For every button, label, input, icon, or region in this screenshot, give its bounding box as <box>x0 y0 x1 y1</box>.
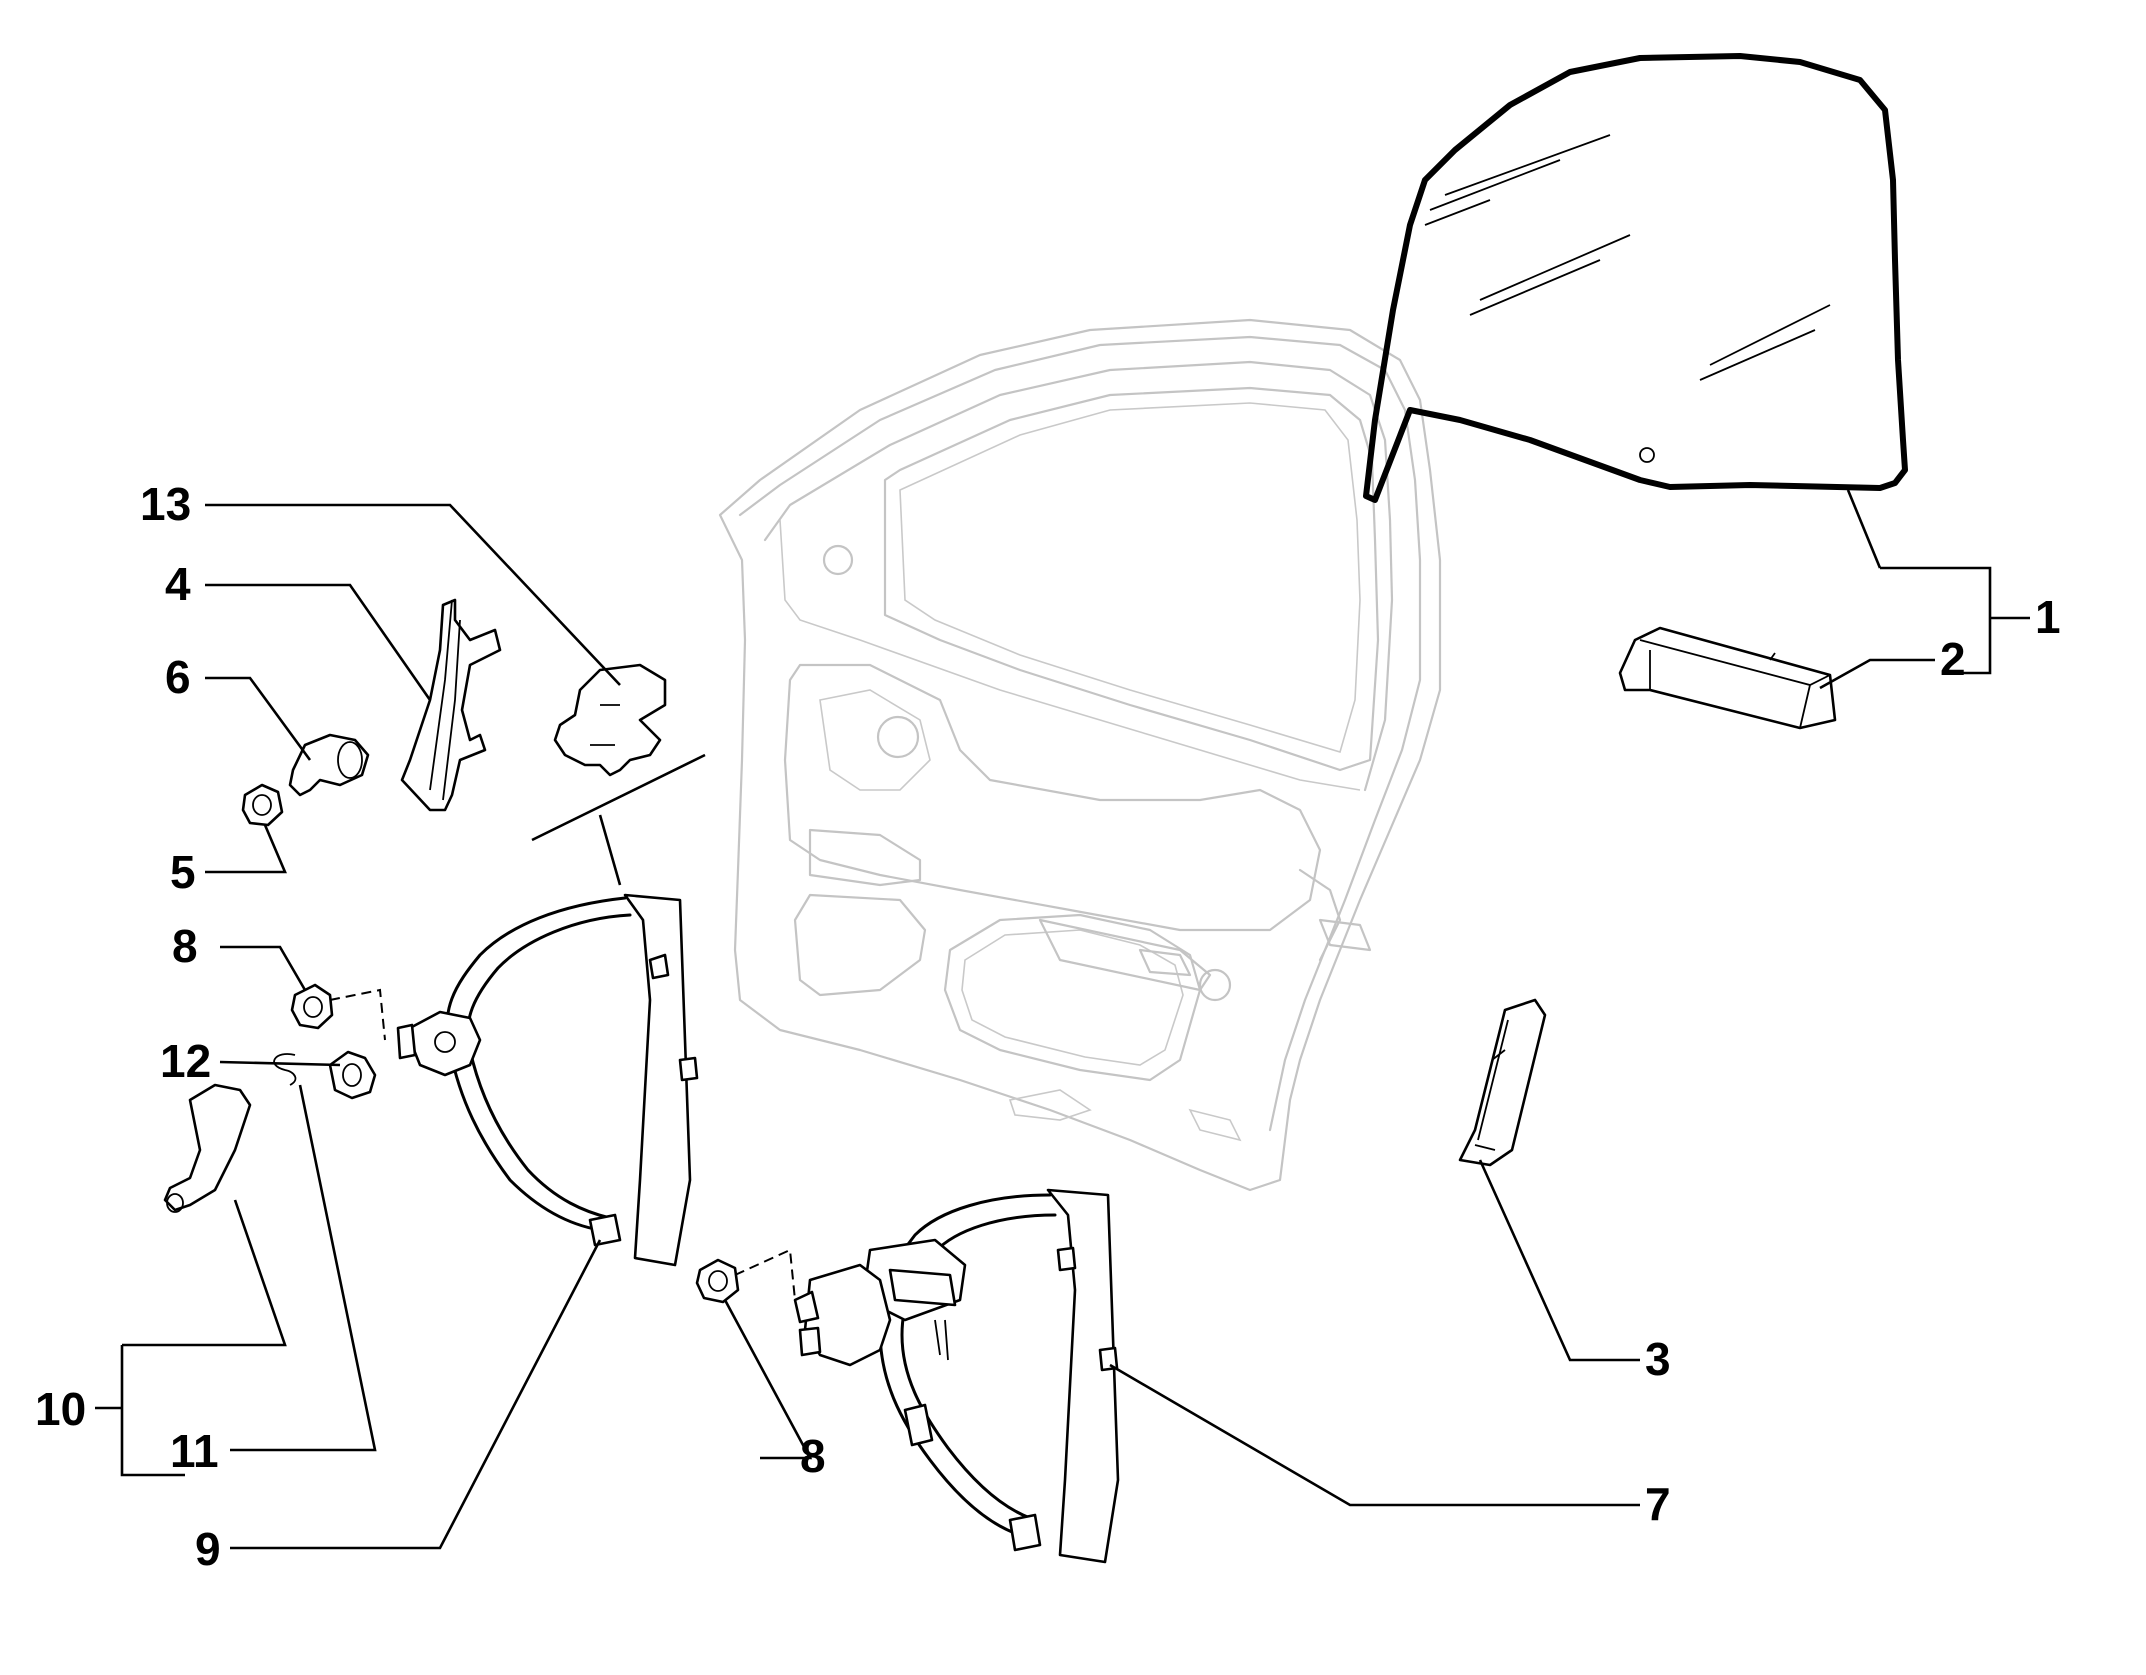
callout-5: 5 <box>170 846 196 898</box>
door-glass <box>1363 53 1908 503</box>
leader-2 <box>1819 658 1935 690</box>
callout-10: 10 <box>35 1383 86 1435</box>
leader-7 <box>1109 1363 1640 1507</box>
callout-9: 9 <box>195 1523 221 1575</box>
callout-4: 4 <box>165 558 191 610</box>
leader-11 <box>230 1084 377 1452</box>
leader-3 <box>1478 1159 1640 1362</box>
nut-part-5 <box>241 783 284 827</box>
callout-12: 12 <box>160 1035 211 1087</box>
leader-13-line <box>531 753 706 842</box>
bolt-part <box>288 733 370 797</box>
door-shell <box>718 318 1442 1192</box>
callout-1: 1 <box>2035 591 2061 643</box>
leader-13 <box>205 503 621 686</box>
crank-handle <box>163 1083 252 1213</box>
rear-guide <box>1458 998 1547 1167</box>
electric-regulator <box>793 1188 1120 1564</box>
leader-12 <box>219 1060 341 1067</box>
leader-6 <box>205 676 312 761</box>
callout-11: 11 <box>170 1425 219 1477</box>
leader-10-bracket <box>122 1199 287 1347</box>
spring-clip <box>273 1053 297 1086</box>
callout-2: 2 <box>1940 633 1966 685</box>
clip-part <box>553 663 667 777</box>
leader-5 <box>205 824 287 874</box>
nut-part-8-lower <box>695 1248 796 1304</box>
washer-part <box>328 1050 377 1100</box>
leader-9 <box>230 1239 602 1550</box>
leader-1 <box>1846 489 1882 569</box>
callout-13: 13 <box>140 478 191 530</box>
leader-lines <box>95 489 2030 1550</box>
front-guide <box>400 598 502 812</box>
glass-channel <box>1618 626 1837 730</box>
leader-1-bracket <box>1880 566 1992 675</box>
nut-part-8-upper <box>290 983 386 1041</box>
callout-8-lower: 8 <box>800 1430 826 1482</box>
callout-3: 3 <box>1645 1333 1671 1385</box>
leader-4 <box>205 583 432 701</box>
leader-8b <box>723 1299 813 1460</box>
manual-regulator <box>396 893 699 1267</box>
leader-8a <box>220 945 307 991</box>
callout-labels: 1 2 3 4 5 6 7 8 8 9 10 11 12 13 <box>35 478 2061 1575</box>
callout-6: 6 <box>165 651 191 703</box>
callout-7: 7 <box>1645 1478 1671 1530</box>
callout-8-upper: 8 <box>172 920 198 972</box>
